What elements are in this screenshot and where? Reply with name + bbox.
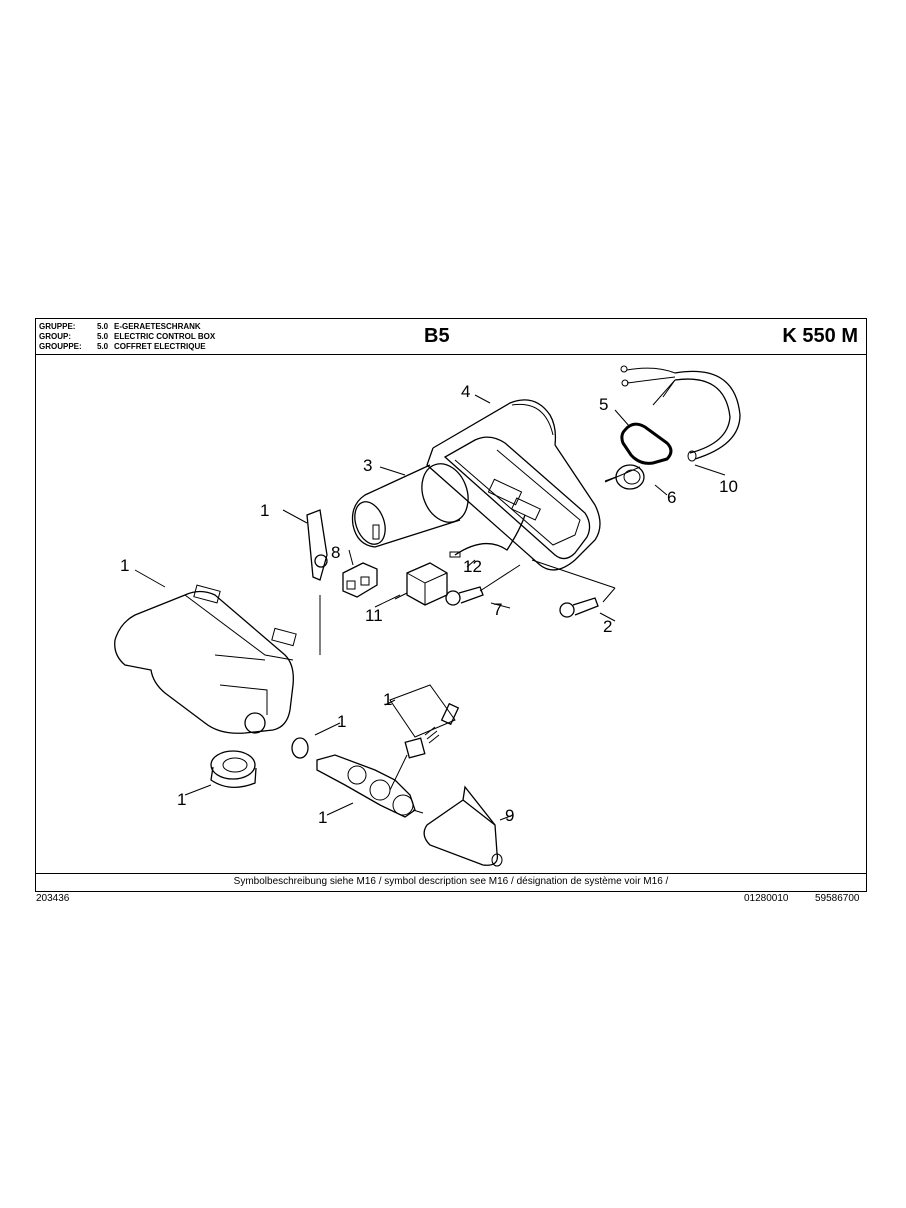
control-box-housing [426,399,601,571]
group-key: GRUPPE: [39,322,76,331]
rotary-knob [423,785,503,867]
o-ring [291,737,309,759]
group-number: 5.0 [97,332,109,341]
spindle-assembly [316,754,424,818]
symbol-note: Symbolbeschreibung siehe M16 / symbol de… [36,873,866,891]
spring-pin-kit [389,684,460,791]
gasket [620,422,673,465]
reference-b: 59586700 [815,893,860,904]
callout-1-oring: 1 [337,712,346,731]
callout-5: 5 [599,395,608,414]
callout-1-cover: 1 [120,556,129,575]
group-row-fr: GROUPPE: 5.0 COFFRET ELECTRIQUE [39,342,215,352]
group-title: E-GERAETESCHRANK [114,322,201,331]
sheet-code: B5 [424,325,450,347]
group-title: COFFRET ELECTRIQUE [114,342,206,351]
housing-cover [114,584,297,734]
group-key: GROUPPE: [39,342,82,351]
callout-3: 3 [363,456,372,475]
callout-1-spring: 1 [383,690,392,709]
group-title: ELECTRIC CONTROL BOX [114,332,216,341]
callout-1-lever: 1 [260,501,269,520]
callout-2: 2 [603,617,612,636]
group-row-en: GROUP: 5.0 ELECTRIC CONTROL BOX [39,332,215,342]
group-number: 5.0 [97,322,109,331]
leader-lines [134,394,726,821]
screw-2 [559,597,599,618]
callout-11: 11 [365,606,383,625]
callout-1-spindle: 1 [318,808,327,827]
relay-module [394,562,448,606]
power-cable [620,365,741,462]
switch-terminal [342,562,378,598]
callout-1-plug: 1 [177,790,186,809]
screw-7 [445,586,484,606]
callout-labels: 4 5 6 10 3 1 1 8 12 11 7 2 1 1 1 1 9 [120,382,738,827]
group-number: 5.0 [97,342,109,351]
selector-lever [306,509,328,655]
grommet [604,464,645,490]
model-name: K 550 M [782,325,858,347]
callout-6: 6 [667,488,676,507]
callout-4: 4 [461,382,470,401]
callout-7: 7 [493,600,502,619]
callout-12: 12 [463,557,482,576]
sheet-header: GRUPPE: 5.0 E-GERAETESCHRANK GROUP: 5.0 … [36,319,866,355]
callout-8: 8 [331,543,340,562]
exploded-view-drawing: 4 5 6 10 3 1 1 8 12 11 7 2 1 1 1 1 9 [114,365,741,867]
callout-9: 9 [505,806,514,825]
cable-plug [210,750,257,788]
parts-sheet: GRUPPE: 5.0 E-GERAETESCHRANK GROUP: 5.0 … [35,318,867,892]
group-labels: GRUPPE: 5.0 E-GERAETESCHRANK GROUP: 5.0 … [39,322,215,352]
reference-a: 01280010 [744,893,789,904]
callout-10: 10 [719,477,738,496]
drawing-number: 203436 [36,893,70,904]
connector-wire [449,514,526,558]
group-key: GROUP: [39,332,71,341]
capacitor [351,463,469,548]
group-row-de: GRUPPE: 5.0 E-GERAETESCHRANK [39,322,215,332]
